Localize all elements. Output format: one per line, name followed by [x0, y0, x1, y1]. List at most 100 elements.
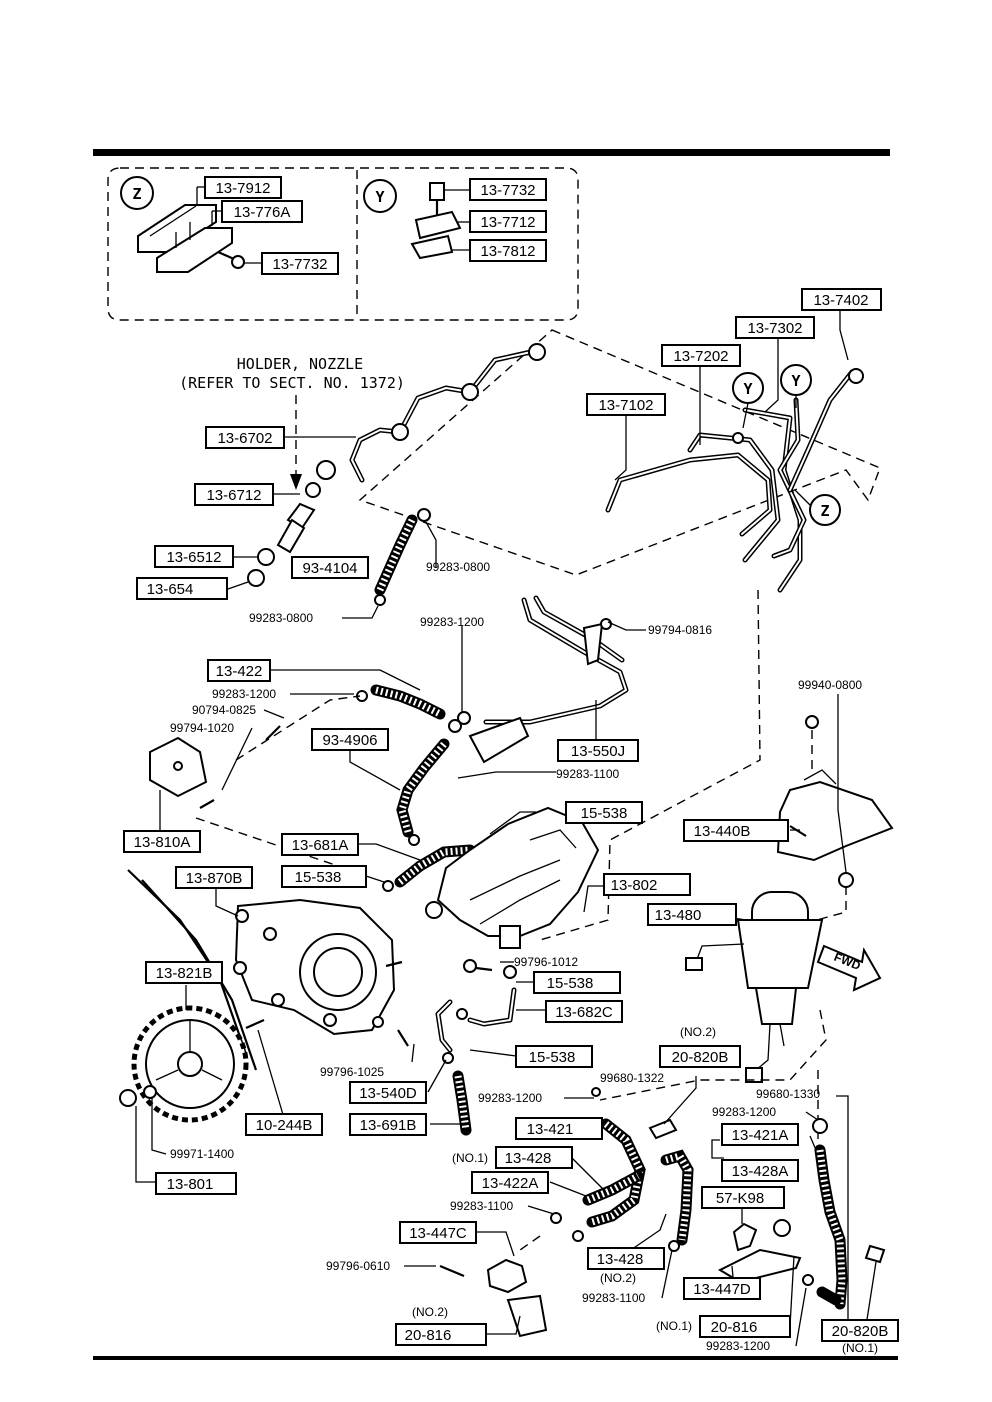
svg-text:15-538: 15-538 [295, 869, 342, 886]
timing-gear-drawing [119, 869, 265, 1123]
svg-text:15-538: 15-538 [581, 805, 628, 822]
label-13-870B: 13-870B [175, 866, 253, 889]
label-13-7732-z: 13-7732 [261, 252, 339, 275]
svg-text:13-7712: 13-7712 [480, 214, 535, 231]
svg-text:13-681A: 13-681A [292, 837, 349, 854]
detail-panel [107, 167, 579, 321]
svg-text:13-821B: 13-821B [156, 965, 213, 982]
label-13-6712: 13-6712 [194, 483, 274, 506]
label-13-801: 13-801 [155, 1172, 237, 1195]
hose-93-4104-drawing [374, 508, 431, 606]
pn-99283-1100-b: 99283-1100 [450, 1199, 513, 1213]
svg-text:13-7812: 13-7812 [480, 243, 535, 260]
pn-99971-1400: 99971-1400 [170, 1147, 234, 1161]
top-rule [93, 149, 890, 156]
label-13-691B: 13-691B [349, 1113, 427, 1136]
fuel-filter-drawing [685, 891, 824, 1083]
pn-99283-1100-c: 99283-1100 [582, 1291, 645, 1305]
svg-text:13-7912: 13-7912 [215, 180, 270, 197]
svg-text:Y: Y [743, 380, 752, 398]
svg-text:20-820B: 20-820B [672, 1049, 729, 1066]
label-13-428-b: 13-428 [587, 1247, 665, 1270]
pn-99283-1200-a: 99283-1200 [420, 615, 484, 629]
label-13-7812: 13-7812 [469, 239, 547, 262]
svg-text:57-K98: 57-K98 [716, 1190, 764, 1207]
label-20-820B-a: 20-820B [659, 1045, 741, 1068]
svg-text:15-538: 15-538 [547, 975, 594, 992]
label-13-802: 13-802 [603, 873, 691, 896]
injection-pump-drawing [425, 806, 600, 949]
leak-pipe-drawing [468, 595, 629, 764]
svg-text:13-7302: 13-7302 [747, 320, 802, 337]
qualifier-no2-a: (NO.2) [680, 1025, 716, 1039]
qualifier-no2-b: (NO.2) [600, 1271, 636, 1285]
svg-text:13-540D: 13-540D [359, 1085, 417, 1102]
callout-y-pipe-2: Y [780, 364, 812, 408]
svg-text:Y: Y [375, 188, 384, 206]
pn-99680-1322: 99680-1322 [600, 1071, 664, 1085]
svg-text:15-538: 15-538 [529, 1049, 576, 1066]
svg-text:13-654: 13-654 [147, 581, 194, 598]
svg-text:20-820B: 20-820B [832, 1323, 889, 1340]
pn-99794-0816: 99794-0816 [648, 623, 712, 637]
label-13-776A: 13-776A [221, 200, 303, 223]
label-13-7102: 13-7102 [586, 393, 666, 416]
svg-text:13-802: 13-802 [611, 877, 658, 894]
label-13-428-a: 13-428 [495, 1146, 573, 1169]
svg-text:13-428A: 13-428A [732, 1163, 789, 1180]
svg-text:20-816: 20-816 [405, 1327, 452, 1344]
svg-text:Y: Y [791, 372, 800, 390]
label-13-447C: 13-447C [399, 1221, 477, 1244]
pn-99283-0800-a: 99283-0800 [426, 560, 490, 574]
lower-hoses-drawing [550, 1009, 848, 1310]
svg-text:13-7402: 13-7402 [813, 292, 868, 309]
callout-z-pipe: Z [794, 489, 841, 526]
bottom-rule [93, 1356, 898, 1360]
pn-99796-0610: 99796-0610 [326, 1259, 390, 1273]
svg-text:13-447D: 13-447D [693, 1281, 751, 1298]
label-13-7402: 13-7402 [801, 288, 882, 311]
label-13-440B: 13-440B [683, 819, 789, 842]
pn-99283-1200-e: 99283-1200 [706, 1339, 770, 1353]
svg-text:13-7732: 13-7732 [480, 182, 535, 199]
svg-text:13-682C: 13-682C [555, 1004, 613, 1021]
label-13-6512: 13-6512 [154, 545, 234, 568]
pn-99794-1020: 99794-1020 [170, 721, 234, 735]
callout-y-pipe-1: Y [732, 372, 764, 429]
label-13-7712: 13-7712 [469, 210, 547, 233]
svg-text:13-428: 13-428 [597, 1251, 644, 1268]
pn-90794-0825: 90794-0825 [192, 703, 256, 717]
pn-99796-1012: 99796-1012 [514, 955, 578, 969]
pn-99283-1200-c: 99283-1200 [478, 1091, 542, 1105]
svg-text:13-810A: 13-810A [134, 834, 191, 851]
clamp-y-drawing [410, 182, 462, 260]
svg-text:93-4104: 93-4104 [302, 560, 357, 577]
label-13-480: 13-480 [647, 903, 737, 926]
label-15-538-c: 15-538 [533, 971, 621, 994]
svg-text:13-801: 13-801 [167, 1176, 214, 1193]
svg-text:10-244B: 10-244B [256, 1117, 313, 1134]
clip-447D-drawing [717, 1219, 886, 1286]
label-15-538-b: 15-538 [281, 865, 367, 888]
injection-pipes [305, 329, 881, 593]
svg-text:20-816: 20-816 [711, 1319, 758, 1336]
svg-text:13-7202: 13-7202 [673, 348, 728, 365]
svg-text:13-6512: 13-6512 [166, 549, 221, 566]
qualifier-no2-c: (NO.2) [412, 1305, 448, 1319]
svg-text:13-422A: 13-422A [482, 1175, 539, 1192]
pn-99680-1330: 99680-1330 [756, 1087, 820, 1101]
svg-text:13-6712: 13-6712 [206, 487, 261, 504]
pn-99283-0800-b: 99283-0800 [249, 611, 313, 625]
label-20-816-a: 20-816 [395, 1323, 487, 1346]
pn-99796-1025: 99796-1025 [320, 1065, 384, 1079]
hose-13-422-drawing [356, 684, 471, 725]
svg-text:13-870B: 13-870B [186, 870, 243, 887]
svg-text:13-776A: 13-776A [234, 204, 291, 221]
pn-99283-1200-d: 99283-1200 [712, 1105, 776, 1119]
label-13-421: 13-421 [515, 1117, 603, 1140]
label-13-421A: 13-421A [721, 1123, 799, 1146]
svg-text:13-691B: 13-691B [360, 1117, 417, 1134]
svg-text:13-6702: 13-6702 [217, 430, 272, 447]
label-13-681A: 13-681A [281, 833, 359, 856]
label-10-244B: 10-244B [245, 1113, 323, 1136]
